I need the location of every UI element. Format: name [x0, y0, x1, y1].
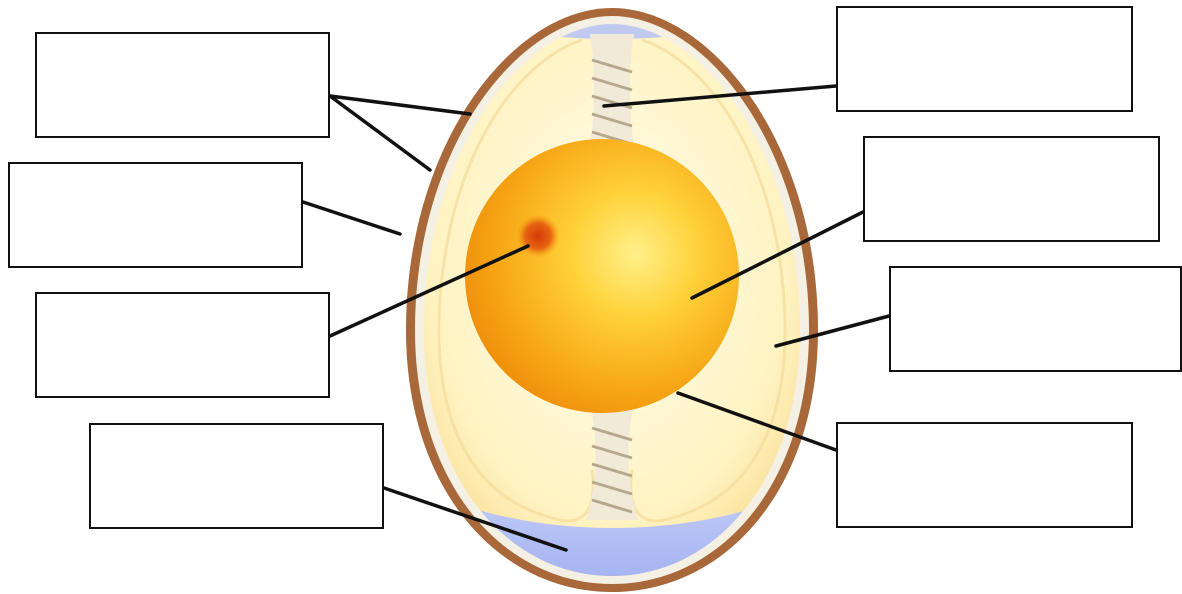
label-box-2[interactable] [8, 162, 303, 268]
leader-line-box-2 [303, 202, 400, 234]
label-box-6[interactable] [863, 136, 1160, 242]
germinal-disc [516, 214, 560, 258]
label-box-5[interactable] [836, 6, 1133, 112]
label-box-3[interactable] [35, 292, 330, 398]
yolk [465, 139, 739, 413]
label-box-4[interactable] [89, 423, 384, 529]
label-box-7[interactable] [889, 266, 1182, 372]
label-box-1[interactable] [35, 32, 330, 138]
label-box-8[interactable] [836, 422, 1133, 528]
